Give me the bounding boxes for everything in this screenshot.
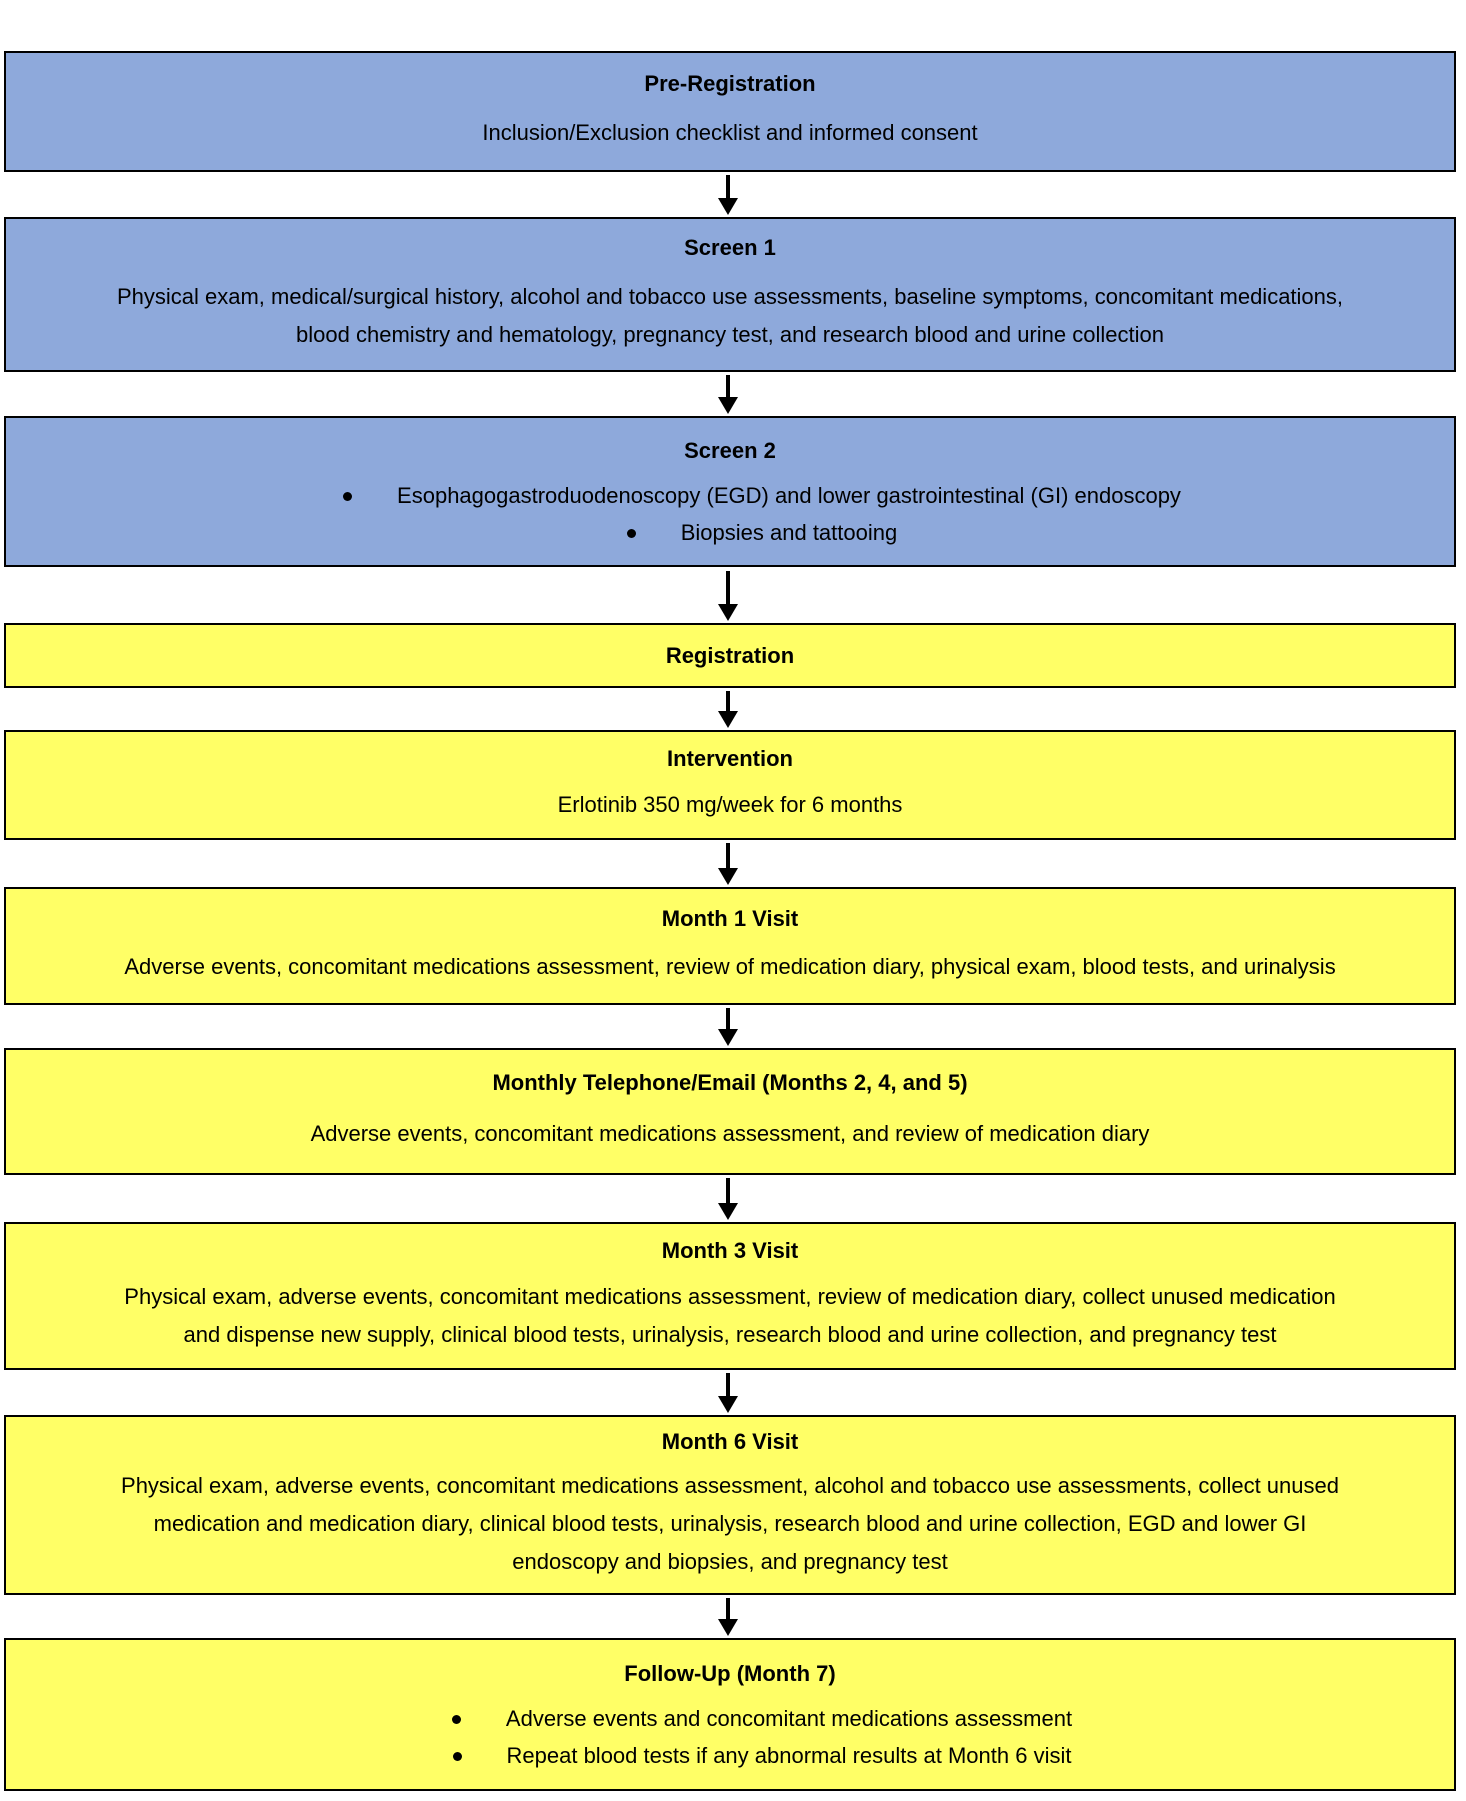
box-body: Inclusion/Exclusion checklist and inform…	[482, 120, 978, 146]
flow-box-follow-up-month-7: Follow-Up (Month 7) Adverse events and c…	[4, 1638, 1456, 1791]
down-arrow-icon	[708, 1598, 748, 1636]
down-arrow-icon	[708, 1373, 748, 1413]
arrow-stem	[726, 571, 730, 604]
arrow-head	[718, 397, 738, 414]
arrow-stem	[726, 175, 730, 198]
bullet-icon	[626, 528, 636, 538]
arrow-head	[718, 198, 738, 215]
flow-box-pre-registration: Pre-Registration Inclusion/Exclusion che…	[4, 51, 1456, 172]
arrow-head	[718, 604, 738, 621]
box-body: Erlotinib 350 mg/week for 6 months	[557, 792, 903, 817]
arrow-stem	[726, 1008, 730, 1029]
list-item-text: Adverse events and concomitant medicatio…	[505, 1706, 1073, 1732]
arrow-head	[718, 711, 738, 728]
arrow-stem	[726, 375, 730, 397]
arrow-head	[718, 1396, 738, 1413]
down-arrow-icon	[708, 375, 748, 414]
list-item: Repeat blood tests if any abnormal resul…	[452, 1744, 1072, 1768]
arrow-stem	[726, 1598, 730, 1619]
bullet-icon	[452, 1751, 462, 1761]
down-arrow-icon	[708, 571, 748, 621]
down-arrow-icon	[708, 175, 748, 215]
flow-box-monthly-telephone-email: Monthly Telephone/Email (Months 2, 4, an…	[4, 1048, 1456, 1175]
box-title: Month 3 Visit	[661, 1238, 799, 1263]
box-title: Screen 1	[684, 235, 776, 261]
box-body: Adverse events, concomitant medications …	[310, 1121, 1150, 1147]
arrow-stem	[726, 843, 730, 868]
flow-box-intervention: Intervention Erlotinib 350 mg/week for 6…	[4, 730, 1456, 840]
box-title: Pre-Registration	[644, 70, 816, 96]
box-title: Monthly Telephone/Email (Months 2, 4, an…	[492, 1069, 968, 1095]
list-item-text: Esophagogastroduodenoscopy (EGD) and low…	[397, 483, 1181, 508]
bullet-icon	[343, 491, 353, 501]
bullet-icon	[451, 1714, 461, 1724]
list-item-text: Repeat blood tests if any abnormal resul…	[506, 1743, 1072, 1769]
flow-box-month-6-visit: Month 6 Visit Physical exam, adverse eve…	[4, 1415, 1456, 1595]
box-body: Physical exam, adverse events, concomita…	[121, 1473, 1339, 1574]
arrow-head	[718, 1203, 738, 1220]
arrow-head	[718, 1619, 738, 1636]
down-arrow-icon	[708, 843, 748, 885]
box-title: Follow-Up (Month 7)	[624, 1660, 836, 1686]
arrow-head	[718, 1029, 738, 1046]
list-item: Adverse events and concomitant medicatio…	[451, 1706, 1073, 1732]
bullet-list: Esophagogastroduodenoscopy (EGD) and low…	[343, 484, 1181, 545]
list-item: Biopsies and tattooing	[343, 521, 1181, 545]
flow-box-screen-2: Screen 2 Esophagogastroduodenoscopy (EGD…	[4, 416, 1456, 567]
box-title: Intervention	[667, 746, 793, 771]
arrow-stem	[726, 691, 730, 711]
flow-box-screen-1: Screen 1 Physical exam, medical/surgical…	[4, 217, 1456, 372]
box-body: Adverse events, concomitant medications …	[124, 954, 1336, 980]
box-title: Screen 2	[684, 438, 776, 463]
list-item-text: Biopsies and tattooing	[680, 520, 898, 545]
box-title: Registration	[665, 642, 795, 668]
arrow-head	[718, 868, 738, 885]
list-item: Esophagogastroduodenoscopy (EGD) and low…	[343, 484, 1181, 508]
down-arrow-icon	[708, 1178, 748, 1220]
flow-box-month-1-visit: Month 1 Visit Adverse events, concomitan…	[4, 887, 1456, 1005]
arrow-stem	[726, 1178, 730, 1203]
down-arrow-icon	[708, 691, 748, 728]
down-arrow-icon	[708, 1008, 748, 1046]
arrow-stem	[726, 1373, 730, 1396]
box-title: Month 1 Visit	[661, 905, 799, 931]
flow-box-month-3-visit: Month 3 Visit Physical exam, adverse eve…	[4, 1222, 1456, 1370]
box-title: Month 6 Visit	[661, 1429, 799, 1454]
bullet-list: Adverse events and concomitant medicatio…	[451, 1706, 1073, 1768]
flow-box-registration: Registration	[4, 623, 1456, 688]
box-body: Physical exam, adverse events, concomita…	[124, 1284, 1336, 1347]
box-body: Physical exam, medical/surgical history,…	[116, 283, 1344, 347]
